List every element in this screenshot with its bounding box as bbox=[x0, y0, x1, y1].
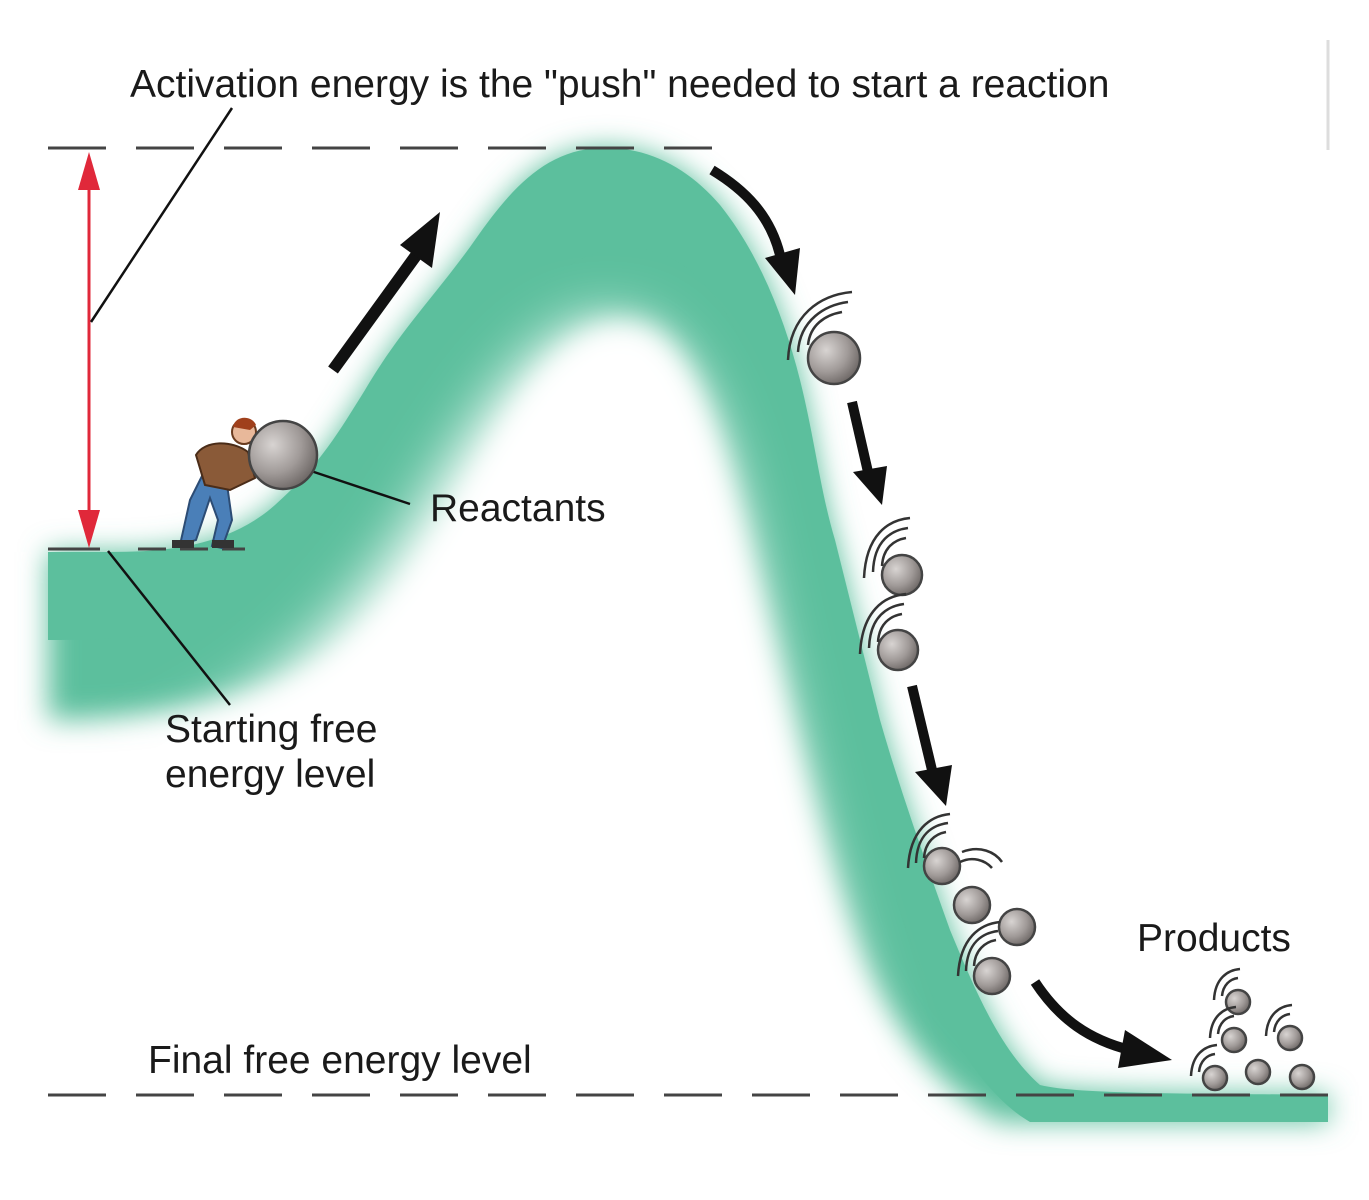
product-ball-icon bbox=[1244, 1058, 1272, 1086]
starting-leader-line bbox=[107, 550, 231, 706]
rolling-ball-icon bbox=[906, 812, 962, 886]
product-ball-icon bbox=[1264, 1003, 1304, 1052]
downhill-arrow-2 bbox=[847, 400, 873, 474]
product-ball-icon bbox=[1208, 1005, 1248, 1054]
rolling-ball-icon bbox=[997, 907, 1037, 947]
downhill-arrow-1 bbox=[709, 165, 785, 257]
dashed-lines bbox=[48, 146, 1328, 1097]
rolling-ball-icon bbox=[786, 290, 862, 386]
final-level-label: Final free energy level bbox=[148, 1039, 532, 1082]
reactants-label: Reactants bbox=[430, 487, 606, 530]
energy-hill bbox=[48, 147, 1328, 1123]
activation-energy-arrow bbox=[78, 152, 100, 548]
products-label: Products bbox=[1137, 917, 1291, 960]
reactants-leader-line bbox=[307, 468, 411, 506]
downhill-arrow-3 bbox=[907, 684, 937, 772]
title-label: Activation energy is the "push" needed t… bbox=[130, 63, 1110, 106]
downhill-arrows bbox=[709, 165, 1132, 1055]
rolling-ball-icon bbox=[862, 516, 924, 597]
downhill-arrow-4 bbox=[1030, 979, 1132, 1055]
uphill-arrow bbox=[328, 212, 440, 374]
person-pushing-icon bbox=[172, 417, 257, 550]
starting-level-label-line2: energy level bbox=[165, 753, 376, 796]
reactant-ball-icon bbox=[247, 419, 319, 491]
product-balls bbox=[1189, 967, 1316, 1092]
title-leader-line bbox=[89, 107, 234, 323]
leader-lines bbox=[89, 107, 411, 706]
downhill-arrowheads bbox=[765, 248, 1172, 1068]
rolling-ball-icon bbox=[956, 920, 1012, 996]
product-ball-icon bbox=[1189, 1043, 1229, 1092]
product-ball-icon bbox=[1288, 1063, 1316, 1091]
starting-level-label-line1: Starting free bbox=[165, 708, 378, 751]
rolling-balls bbox=[786, 290, 1037, 996]
rolling-ball-icon bbox=[858, 592, 920, 672]
rolling-ball-icon bbox=[952, 847, 1004, 925]
